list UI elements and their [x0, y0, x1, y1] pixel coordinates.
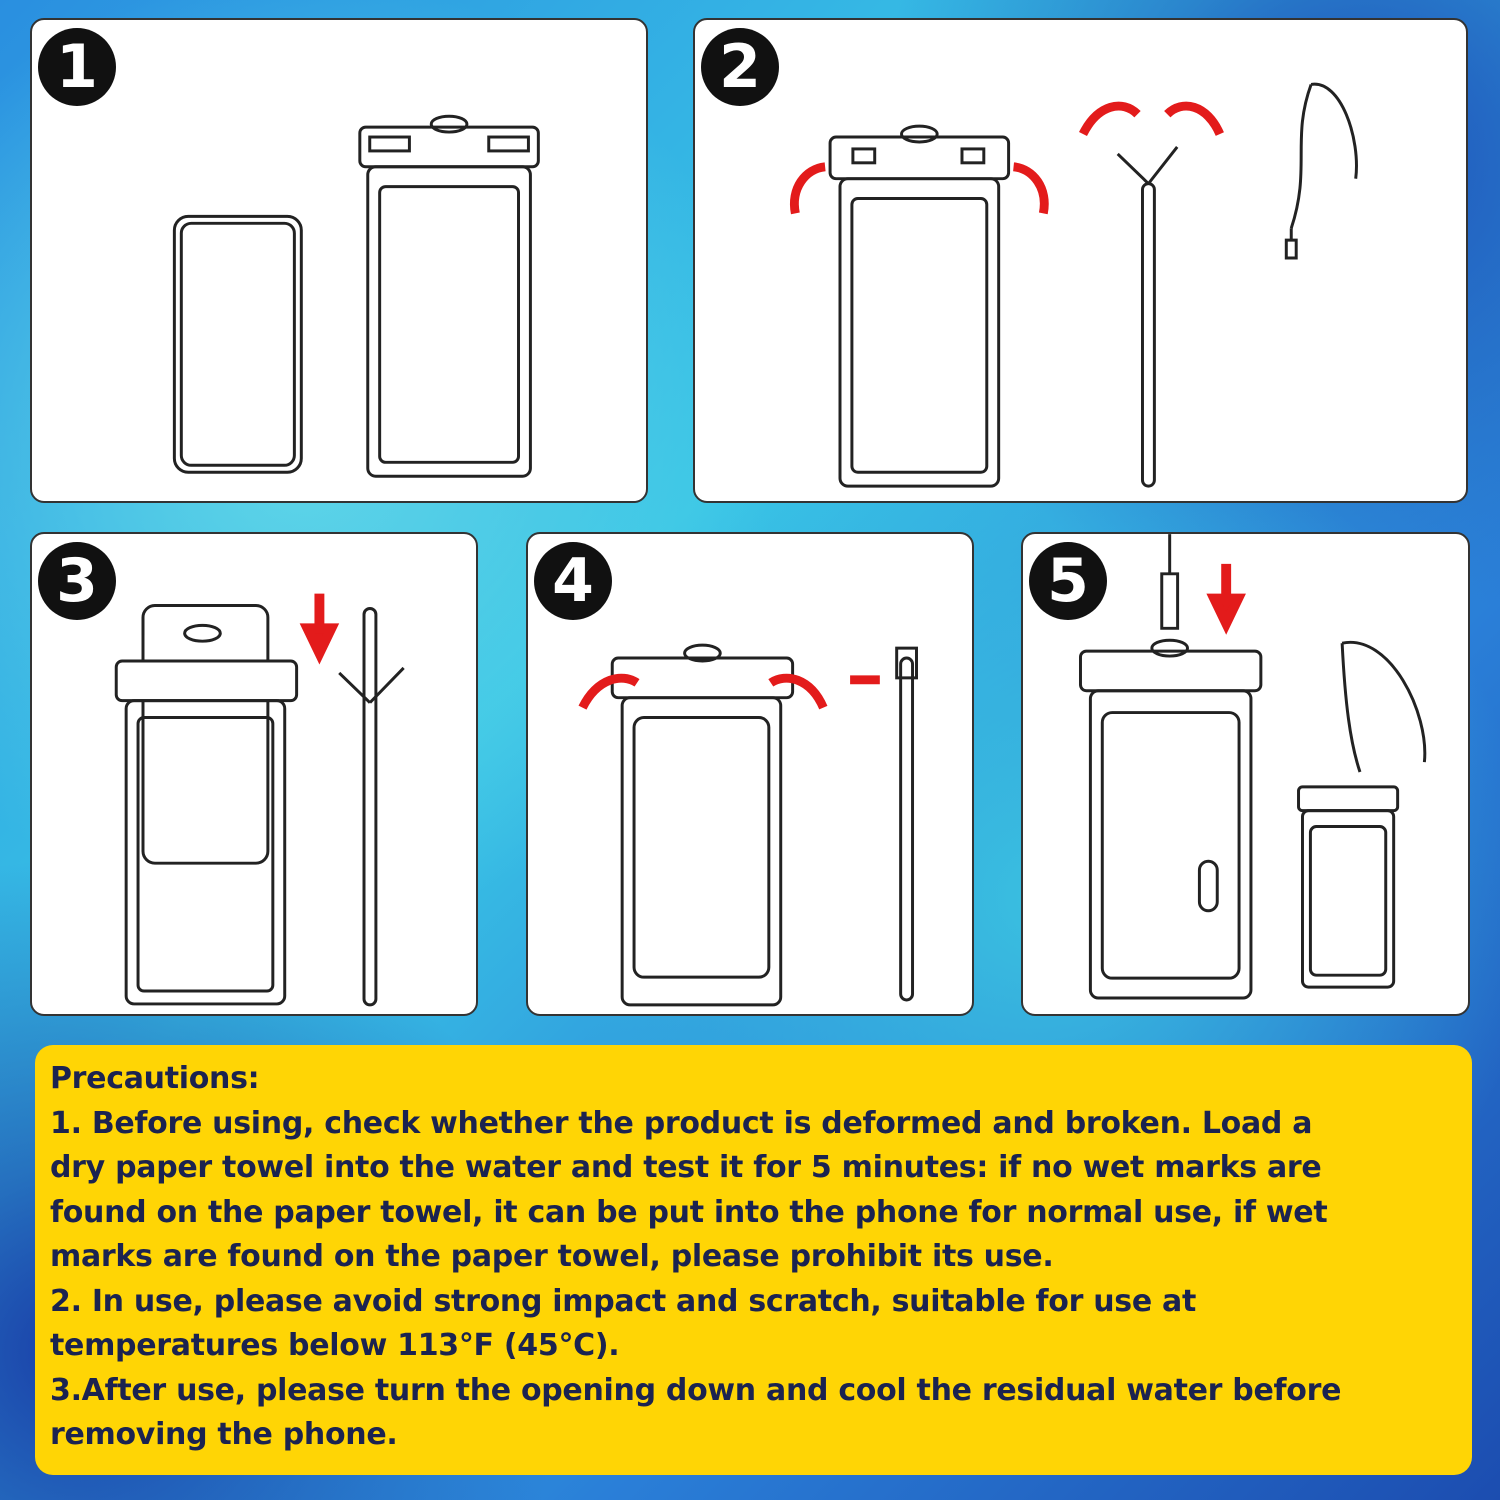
step-number-badge: 5	[1029, 542, 1107, 620]
open-pouch-and-lanyard-illustration	[789, 82, 1358, 488]
precaution-line: temperatures below 113°F (45°C).	[50, 1328, 620, 1363]
precaution-line: marks are found on the paper towel, plea…	[50, 1239, 1054, 1274]
precautions-title: Precautions:	[50, 1061, 260, 1096]
insert-phone-illustration	[114, 593, 405, 1007]
precautions-box: Precautions: 1. Before using, check whet…	[35, 1045, 1472, 1475]
step-4-panel: 4	[526, 532, 974, 1016]
precaution-line: removing the phone.	[50, 1417, 398, 1452]
step-number-badge: 4	[534, 542, 612, 620]
precaution-line: 2. In use, please avoid strong impact an…	[50, 1283, 1197, 1319]
precaution-line: 3.After use, please turn the opening dow…	[50, 1372, 1342, 1408]
precaution-line: dry paper towel into the water and test …	[50, 1150, 1322, 1185]
step-number-badge: 1	[38, 28, 116, 106]
step-number-badge: 3	[38, 542, 116, 620]
phone-and-pouch-illustration	[172, 114, 540, 478]
step-number-badge: 2	[701, 28, 779, 106]
attach-lanyard-illustration	[1078, 534, 1427, 1000]
step-3-panel: 3	[30, 532, 478, 1016]
step-5-panel: 5	[1021, 532, 1470, 1016]
precaution-line: 1. Before using, check whether the produ…	[50, 1105, 1313, 1141]
step-2-panel: 2	[693, 18, 1468, 503]
precaution-line: found on the paper towel, it can be put …	[50, 1194, 1328, 1230]
seal-pouch-illustration	[578, 643, 918, 1007]
step-1-panel: 1	[30, 18, 648, 503]
